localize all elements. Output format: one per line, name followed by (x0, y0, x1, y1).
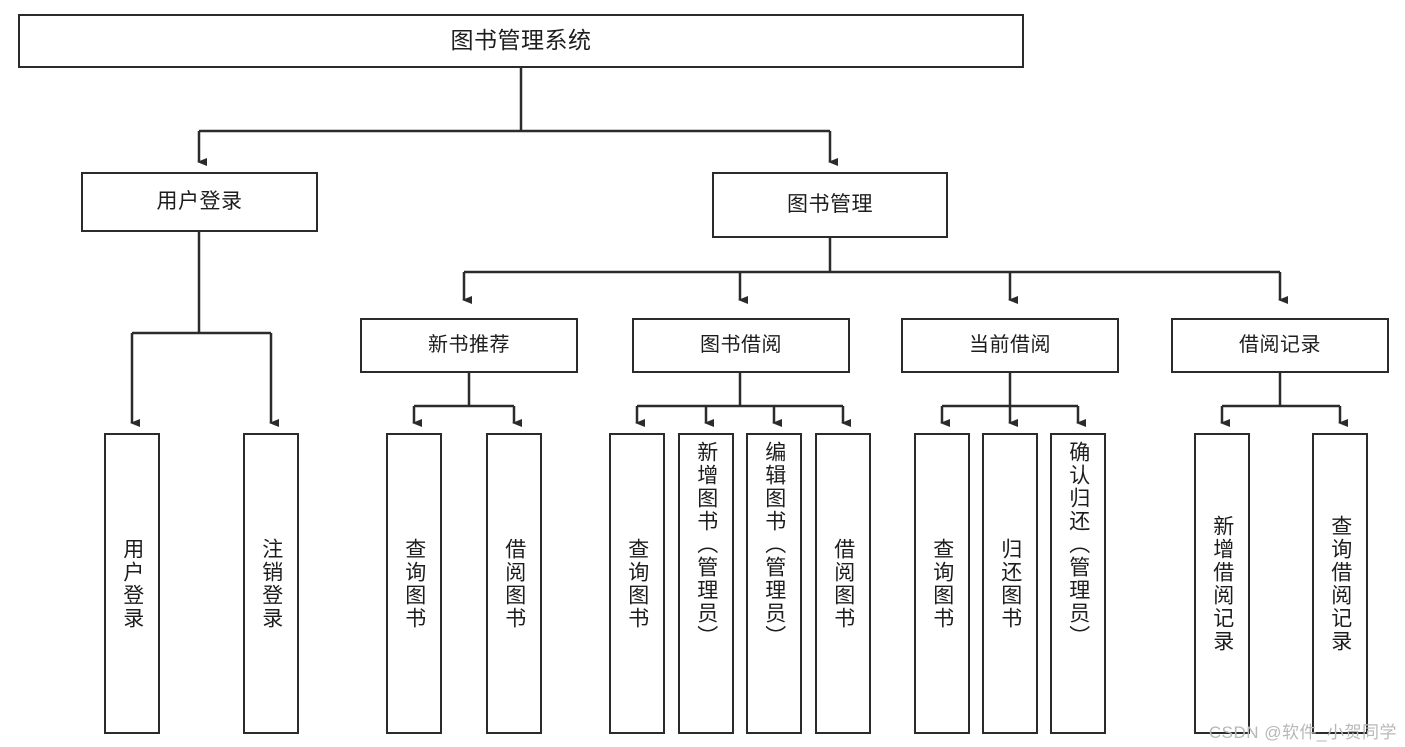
node-label: 编辑图书（管理员） (762, 441, 786, 648)
node-new-book-recommend[interactable]: 新书推荐 (360, 318, 578, 373)
leaf-new-book-query[interactable]: 查询图书 (386, 433, 442, 734)
leaf-borrow-record-add[interactable]: 新增借阅记录 (1194, 433, 1250, 734)
node-user-login[interactable]: 用户登录 (81, 172, 318, 232)
leaf-current-borrow-confirm-return[interactable]: 确认归还（管理员） (1050, 433, 1106, 734)
node-label: 新增图书（管理员） (694, 441, 718, 648)
node-label: 归还图书 (998, 537, 1022, 630)
node-label: 注销登录 (259, 537, 283, 630)
node-label: 新增借阅记录 (1210, 514, 1234, 653)
node-current-borrow[interactable]: 当前借阅 (901, 318, 1119, 373)
node-book-borrow[interactable]: 图书借阅 (632, 318, 850, 373)
watermark-text: CSDN @软件_小贺同学 (1208, 723, 1397, 742)
leaf-book-borrow-query[interactable]: 查询图书 (609, 433, 665, 734)
node-label: 确认归还（管理员） (1066, 441, 1090, 648)
node-label: 查询图书 (625, 537, 649, 630)
node-label: 图书管理 (787, 192, 873, 216)
leaf-book-borrow-borrow[interactable]: 借阅图书 (815, 433, 871, 734)
node-book-management[interactable]: 图书管理 (712, 172, 948, 238)
node-label: 当前借阅 (969, 333, 1051, 356)
node-label: 借阅图书 (831, 537, 855, 630)
leaf-user-login-logout[interactable]: 注销登录 (243, 433, 299, 734)
leaf-new-book-borrow[interactable]: 借阅图书 (486, 433, 542, 734)
leaf-current-borrow-return[interactable]: 归还图书 (982, 433, 1038, 734)
node-label: 图书管理系统 (450, 27, 592, 54)
node-label: 图书借阅 (700, 333, 782, 356)
node-label: 新书推荐 (428, 333, 510, 356)
leaf-book-borrow-edit[interactable]: 编辑图书（管理员） (746, 433, 802, 734)
leaf-book-borrow-add[interactable]: 新增图书（管理员） (678, 433, 734, 734)
leaf-user-login-login[interactable]: 用户登录 (104, 433, 160, 734)
node-label: 借阅记录 (1239, 333, 1321, 356)
node-borrow-record[interactable]: 借阅记录 (1171, 318, 1389, 373)
node-label: 用户登录 (156, 189, 243, 213)
leaf-current-borrow-query[interactable]: 查询图书 (914, 433, 970, 734)
node-label: 用户登录 (120, 537, 144, 630)
node-root-system[interactable]: 图书管理系统 (18, 14, 1024, 68)
node-label: 查询借阅记录 (1328, 514, 1352, 653)
leaf-borrow-record-query[interactable]: 查询借阅记录 (1312, 433, 1368, 734)
node-label: 查询图书 (930, 537, 954, 630)
node-label: 查询图书 (402, 537, 426, 630)
node-label: 借阅图书 (502, 537, 526, 630)
